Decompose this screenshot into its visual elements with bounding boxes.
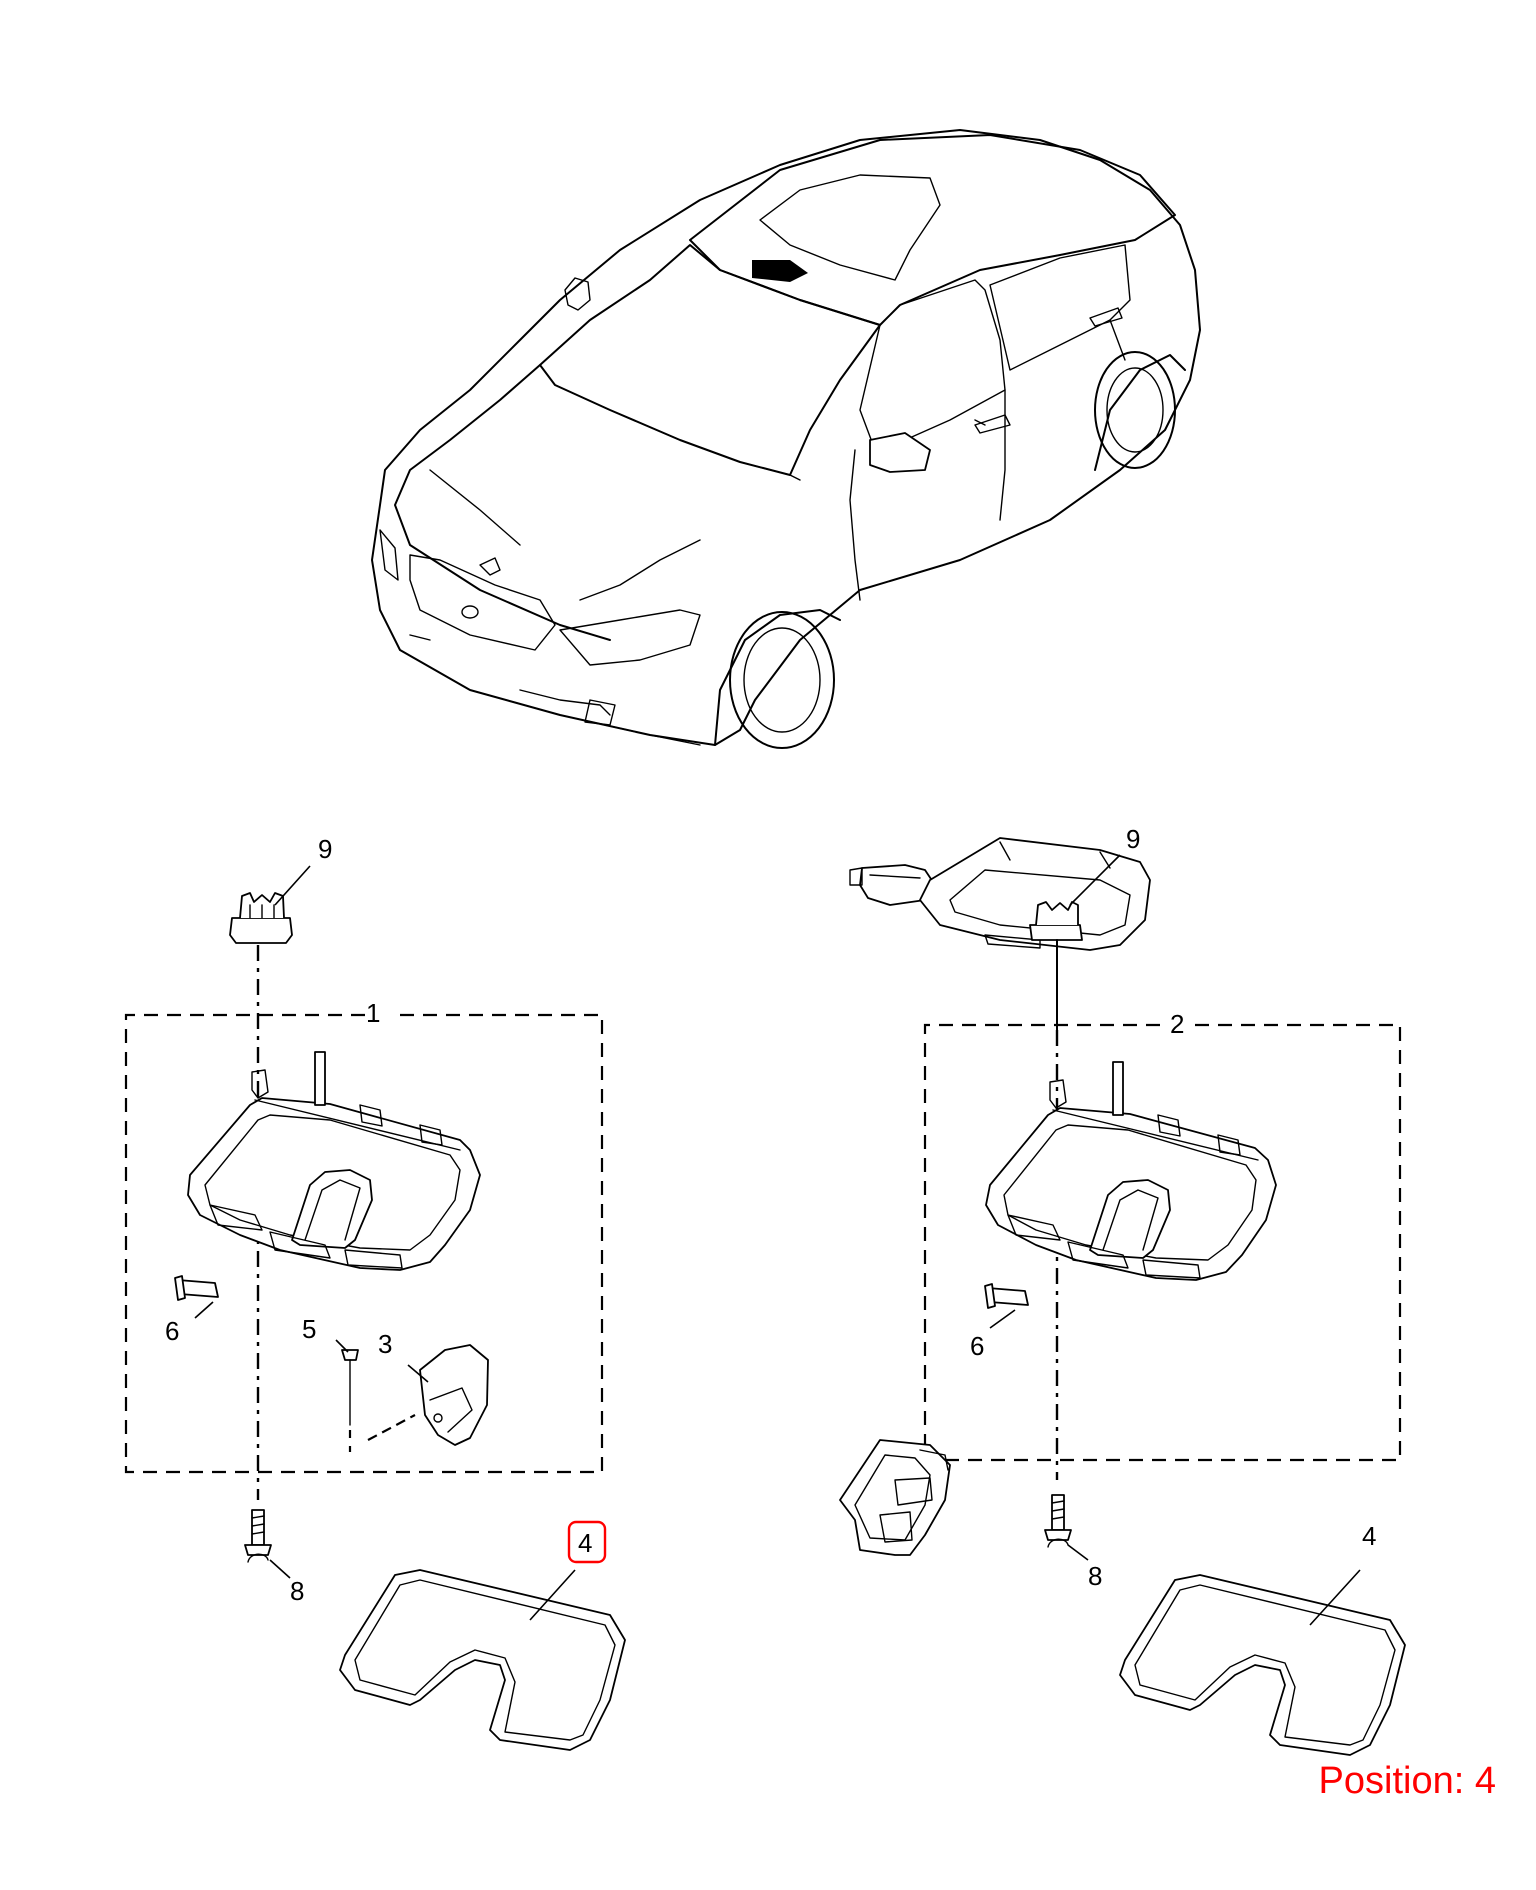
- callout-5: 5: [302, 1314, 316, 1344]
- roof-console-base-right: [919, 837, 1151, 951]
- highlight-box: [567, 1520, 607, 1564]
- roof-lamp-location-marker: [752, 260, 808, 282]
- screw-part-8-right: [1044, 1494, 1089, 1561]
- callout-8-left: 8: [290, 1576, 304, 1606]
- callout-6-left: 6: [165, 1316, 179, 1346]
- callout-9-right: 9: [1126, 824, 1140, 854]
- assembly-2-boundary: [923, 1023, 1402, 1462]
- callout-9-left: 9: [318, 834, 332, 864]
- callout-8-right: 8: [1088, 1561, 1102, 1591]
- callout-1: 1: [366, 998, 380, 1028]
- screw-part-5: [335, 1339, 359, 1452]
- position-label: Position: 4: [1318, 1760, 1496, 1802]
- clip-part-9-left: [229, 892, 293, 944]
- mounting-bracket-right: [839, 1439, 951, 1556]
- dome-lamp-housing-right: [985, 1061, 1277, 1281]
- switch-part-3: [367, 1344, 489, 1446]
- gasket-part-4-right: [1119, 1569, 1406, 1756]
- dome-lamp-housing-left: [187, 1051, 481, 1271]
- bulb-part-6-right: [984, 1283, 1029, 1329]
- screw-part-8-left: [244, 1509, 291, 1579]
- bulb-part-6-left: [174, 1275, 219, 1319]
- gasket-part-4-left: [339, 1520, 626, 1751]
- callout-2: 2: [1170, 1009, 1184, 1039]
- callout-4-right: 4: [1362, 1521, 1376, 1551]
- callout-3: 3: [378, 1329, 392, 1359]
- right-assembly: 9 2 6 8 4: [839, 824, 1406, 1756]
- car-illustration: [371, 129, 1201, 749]
- callout-4-left-highlighted: 4: [578, 1528, 592, 1558]
- left-assembly: 9 1 6 5 3 8 4: [124, 834, 626, 1751]
- callout-6-right: 6: [970, 1331, 984, 1361]
- assembly-1-boundary: [124, 1013, 604, 1474]
